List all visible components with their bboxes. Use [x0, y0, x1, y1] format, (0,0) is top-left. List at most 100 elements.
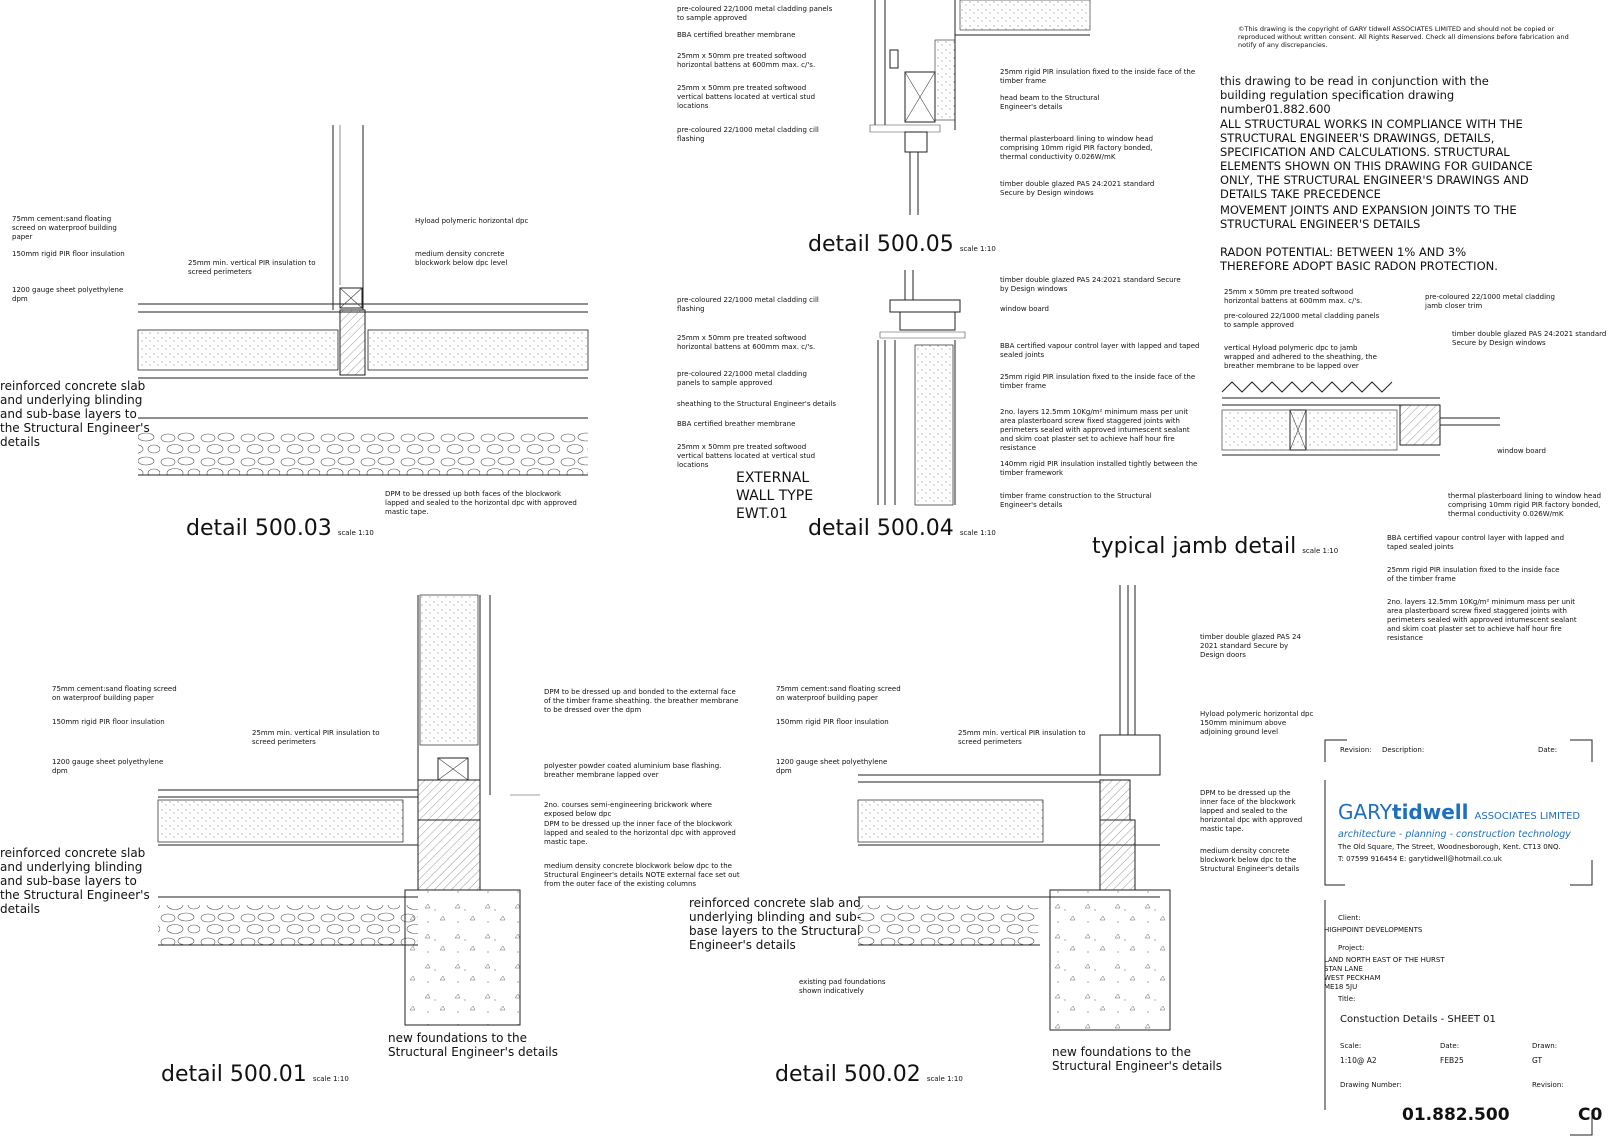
d503-blockwork-note: medium density concrete blockwork below … [415, 250, 508, 267]
d504-cladding-note: pre-coloured 22/1000 metal cladding pane… [677, 370, 807, 387]
d502-existing-note: existing pad foundations shown indicativ… [799, 978, 886, 995]
tb-scale: 1:10@ A2 [1340, 1056, 1377, 1065]
d501-vert-pir-note: 25mm min. vertical PIR insulation to scr… [252, 729, 380, 746]
d505-cill-note: pre-coloured 22/1000 metal cladding cill… [677, 126, 819, 143]
jamb-vcl-note: BBA certified vapour control layer with … [1387, 534, 1565, 551]
tb-project-line-4: ME18 5JU [1324, 983, 1358, 991]
d501-blockwork-note: medium density concrete blockwork below … [544, 862, 740, 888]
d502-screed-note: 75mm cement:sand floating screed on wate… [776, 685, 901, 702]
d504-h-battens-note: 25mm x 50mm pre treated softwood horizon… [677, 334, 816, 351]
tb-client: HIGHPOINT DEVELOPMENTS [1324, 926, 1423, 934]
d504-plaster-layers-note: 2no. layers 12.5mm 10Kg/m² minimum mass … [1000, 408, 1190, 452]
d502-hyload-note: Hyload polymeric horizontal dpc 150mm mi… [1200, 710, 1314, 736]
tb-project-label: Project: [1338, 944, 1365, 952]
d501-screed-note: 75mm cement:sand floating screed on wate… [52, 685, 177, 702]
tb-date-label: Date: [1538, 746, 1558, 754]
jamb-h-battens-note: 25mm x 50mm pre treated softwood horizon… [1224, 288, 1363, 305]
d504-bba-note: BBA certified breather membrane [677, 420, 796, 428]
tb-project-line-1: LAND NORTH EAST OF THE HURST [1324, 956, 1445, 964]
radon-note: RADON POTENTIAL: BETWEEN 1% AND 3% THERE… [1220, 245, 1498, 273]
tb-date: FEB25 [1440, 1056, 1464, 1065]
tb-revision-label: Revision: [1340, 746, 1372, 754]
tb-revision-label-2: Revision: [1532, 1081, 1564, 1089]
d501-dpm-inner-note: DPM to be dressed up the inner face of t… [544, 820, 736, 846]
d503-slab-note: reinforced concrete slab and underlying … [0, 379, 150, 449]
jamb-pir-note: 25mm rigid PIR insulation fixed to the i… [1387, 566, 1560, 583]
d504-pir-note: 25mm rigid PIR insulation fixed to the i… [1000, 373, 1196, 390]
tb-client-label: Client: [1338, 914, 1361, 922]
movement-note: MOVEMENT JOINTS AND EXPANSION JOINTS TO … [1220, 203, 1517, 231]
tb-drawing-number: 01.882.500 [1402, 1105, 1510, 1125]
d502-dpm-inner-note: DPM to be dressed up the inner face of t… [1200, 789, 1303, 833]
jamb-plasterboard-note: thermal plasterboard lining to window he… [1448, 492, 1602, 518]
d502-pir-note: 150mm rigid PIR floor insulation [776, 718, 889, 726]
tb-project-line-3: WEST PECKHAM [1324, 974, 1381, 982]
jamb-window-board-note: window board [1497, 447, 1546, 455]
d502-doors-note: timber double glazed PAS 24 2021 standar… [1200, 633, 1301, 659]
tb-description-label: Description: [1382, 746, 1425, 754]
d502-slab-note: reinforced concrete slab and underlying … [689, 896, 862, 952]
d501-brick-note: 2no. courses semi-engineering brickwork … [544, 801, 712, 818]
d503-vert-pir-note: 25mm min. vertical PIR insulation to scr… [188, 259, 316, 276]
d501-dpm-note: 1200 gauge sheet polyethylene dpm [52, 758, 164, 775]
d503-screed-note: 75mm cement:sand floating screed on wate… [12, 215, 117, 241]
jamb-plaster-layers-note: 2no. layers 12.5mm 10Kg/m² minimum mass … [1387, 598, 1577, 642]
d505-cladding-note: pre-coloured 22/1000 metal cladding pane… [677, 5, 833, 22]
title-block-frame [1324, 739, 1593, 1136]
d505-head-beam-note: head beam to the Structural Engineer's d… [1000, 94, 1100, 111]
tb-date-label-2: Date: [1440, 1042, 1460, 1050]
d504-cill-note: pre-coloured 22/1000 metal cladding cill… [677, 296, 819, 313]
company-tagline: architecture - planning - construction t… [1338, 829, 1571, 840]
d503-dpm-dressed-note: DPM to be dressed up both faces of the b… [385, 490, 577, 516]
read-with-note: this drawing to be read in conjunction w… [1220, 74, 1489, 116]
jamb-cladding-note: pre-coloured 22/1000 metal cladding pane… [1224, 312, 1380, 329]
d501-pir-note: 150mm rigid PIR floor insulation [52, 718, 165, 726]
tb-drawing-title: Constuction Details - SHEET 01 [1340, 1014, 1496, 1025]
d501-foundations-note: new foundations to the Structural Engine… [388, 1031, 558, 1059]
tb-drawn: GT [1532, 1056, 1543, 1065]
d504-frame-note: timber frame construction to the Structu… [1000, 492, 1152, 509]
d501-flashing-note: polyester powder coated aluminium base f… [544, 762, 722, 779]
jamb-closer-note: pre-coloured 22/1000 metal cladding jamb… [1425, 293, 1555, 310]
typical-jamb-drawing [1221, 381, 1500, 456]
company-address: The Old Square, The Street, Woodnesborou… [1338, 843, 1561, 851]
d504-sheathing-note: sheathing to the Structural Engineer's d… [677, 400, 837, 408]
d502-dpm-note: 1200 gauge sheet polyethylene dpm [776, 758, 888, 775]
d503-dpm-note: 1200 gauge sheet polyethylene dpm [12, 286, 124, 303]
d501-slab-note: reinforced concrete slab and underlying … [0, 846, 150, 916]
d505-h-battens-note: 25mm x 50mm pre treated softwood horizon… [677, 52, 816, 69]
d503-pir-note: 150mm rigid PIR floor insulation [12, 250, 125, 258]
detail-500-03-drawing [137, 125, 589, 476]
d504-window-board-note: window board [1000, 305, 1049, 313]
d505-plasterboard-note: thermal plasterboard lining to window he… [1000, 135, 1154, 161]
d504-window-note: timber double glazed PAS 24:2021 standar… [1000, 276, 1181, 293]
d502-vert-pir-note: 25mm min. vertical PIR insulation to scr… [958, 729, 1086, 746]
copyright-note: ©This drawing is the copyright of GARY t… [1238, 25, 1569, 49]
tb-drawn-label: Drawn: [1532, 1042, 1558, 1050]
d505-bba-note: BBA certified breather membrane [677, 31, 796, 39]
d504-v-battens-note: 25mm x 50mm pre treated softwood vertica… [677, 443, 816, 469]
tb-scale-label: Scale: [1340, 1042, 1362, 1050]
d503-hyload-note: Hyload polymeric horizontal dpc [415, 217, 529, 225]
d505-window-note: timber double glazed PAS 24:2021 standar… [1000, 180, 1155, 197]
structural-note: ALL STRUCTURAL WORKS IN COMPLIANCE WITH … [1220, 117, 1533, 201]
tb-project-line-2: STAN LANE [1324, 965, 1363, 973]
d504-wall-type: EXTERNAL WALL TYPE EWT.01 [736, 470, 814, 522]
detail-500-05-drawing [869, 0, 1091, 215]
tb-title-label: Title: [1338, 995, 1356, 1003]
jamb-window-note: timber double glazed PAS 24:2021 standar… [1452, 330, 1607, 347]
d501-dpm-external-note: DPM to be dressed up and bonded to the e… [544, 688, 739, 714]
detail-500-02-drawing [857, 585, 1171, 1031]
d504-vcl-note: BBA certified vapour control layer with … [1000, 342, 1200, 359]
detail-500-01-drawing [157, 594, 540, 1026]
detail-500-04-drawing [877, 270, 966, 506]
d502-foundations-note: new foundations to the Structural Engine… [1052, 1045, 1222, 1073]
d504-pir-140-note: 140mm rigid PIR insulation installed tig… [1000, 460, 1198, 477]
company-contact: T: 07599 916454 E: garytidwell@hotmail.c… [1338, 855, 1502, 863]
